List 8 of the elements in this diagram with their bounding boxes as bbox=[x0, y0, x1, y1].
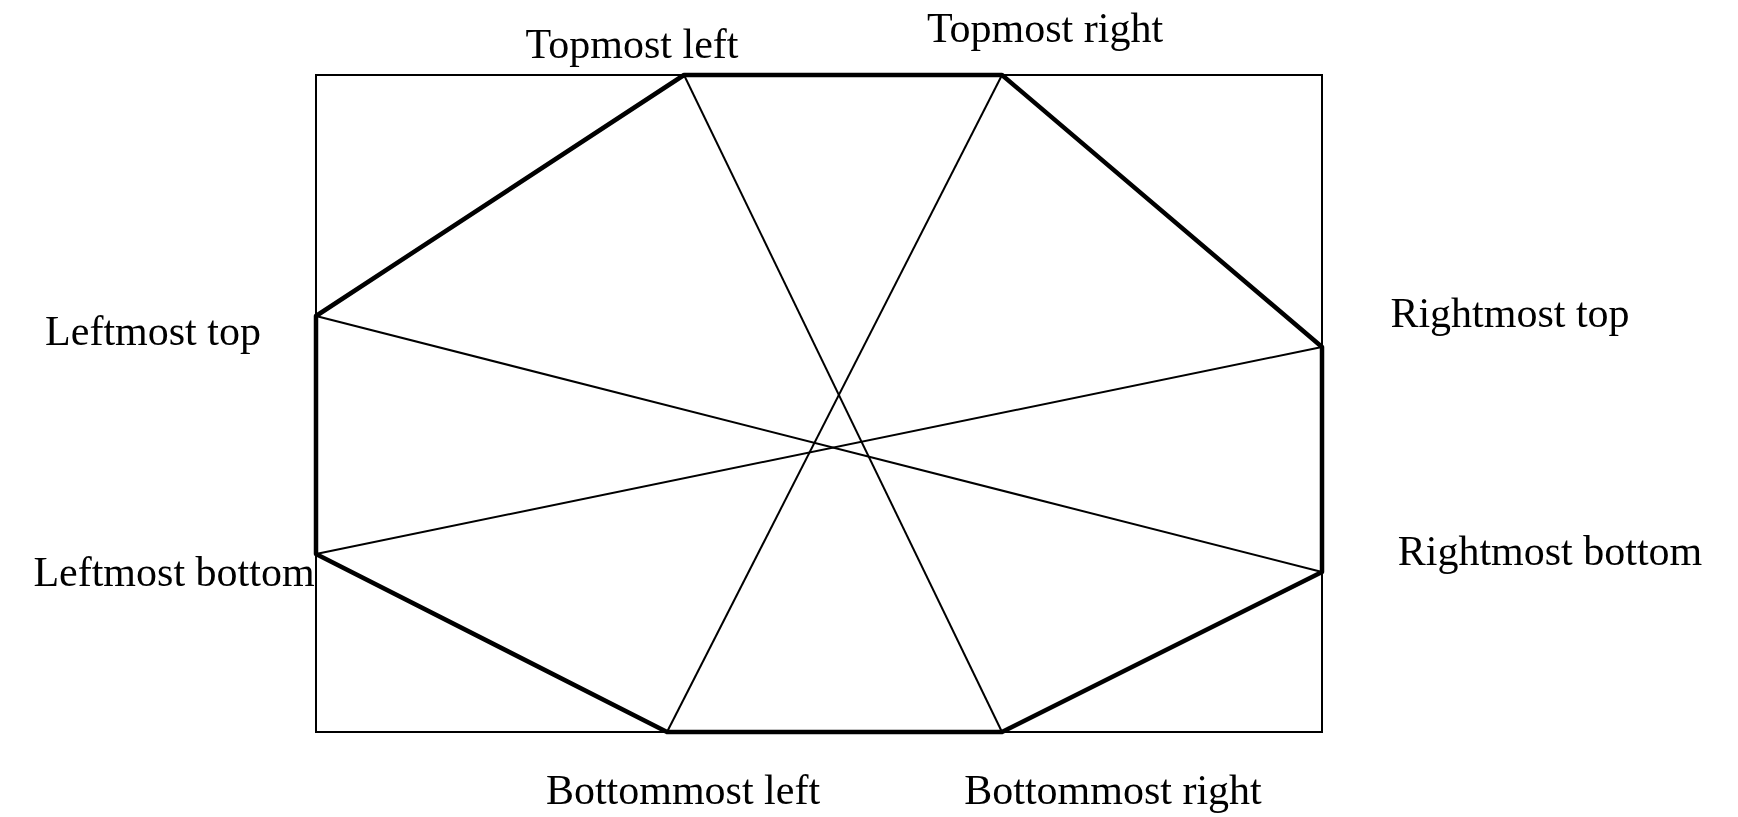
vertex-label: Bottommost right bbox=[964, 769, 1262, 811]
vertex-label: Rightmost bottom bbox=[1397, 530, 1703, 572]
vertex-label: Topmost right bbox=[926, 7, 1164, 49]
vertex-label: Leftmost top bbox=[45, 310, 261, 352]
vertex-label: Rightmost top bbox=[1390, 292, 1630, 334]
vertex-label: Topmost left bbox=[525, 23, 739, 65]
vertex-label: Bottommost left bbox=[545, 769, 821, 811]
vertex-label: Leftmost bottom bbox=[33, 551, 315, 593]
